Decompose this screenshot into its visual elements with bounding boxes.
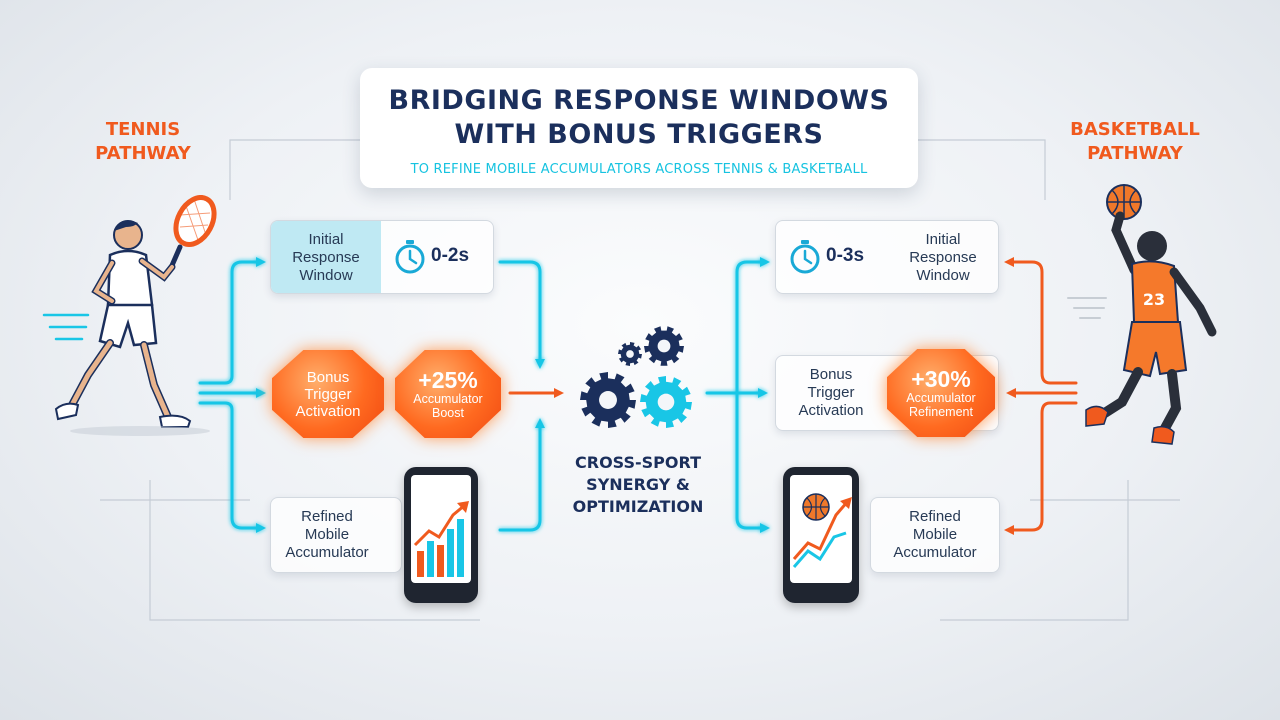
basketball-response-label-line-1: Initial	[925, 231, 961, 248]
basketball-refined-label: Refined Mobile Accumulator	[871, 508, 999, 562]
tennis-response-label-line-1: Initial	[308, 231, 344, 248]
tennis-refined-label-line-1: Refined	[301, 508, 353, 525]
cross-sport-synergy-label: CROSS-SPORT SYNERGY & OPTIMIZATION	[548, 452, 728, 518]
gear-large-cyan-hub	[657, 393, 675, 411]
tennis-boost-label-line-2: Boost	[432, 406, 464, 420]
tennis-response-label: Initial Response Window	[271, 231, 381, 285]
basketball-bonus-label-line-1: Bonus	[809, 366, 853, 383]
tennis-bonus-trigger-badge: Bonus Trigger Activation	[272, 350, 384, 438]
tennis-refined-label-line-2: Mobile	[304, 526, 350, 543]
gear-small-navy-hub	[626, 350, 634, 358]
stopwatch-icon	[790, 240, 820, 274]
basketball-bonus-label-line-2: Trigger	[807, 384, 855, 401]
synergy-line-2: SYNERGY &	[586, 475, 690, 494]
gear-medium-navy-hub	[657, 339, 671, 353]
basketball-refined-label-line-3: Accumulator	[893, 544, 977, 561]
tennis-bonus-label-line-1: Bonus	[306, 368, 350, 386]
tennis-player-illustration	[42, 195, 217, 436]
basketball-growth-chart-icon	[792, 493, 852, 568]
basketball-bonus-label-line-3: Activation	[798, 402, 864, 419]
tennis-boost-badge: +25% Accumulator Boost	[395, 350, 501, 438]
growth-chart-icon	[413, 501, 469, 577]
stopwatch-icon	[395, 240, 425, 274]
basketball-response-time: 0-3s	[826, 245, 865, 266]
subtitle: TO REFINE MOBILE ACCUMULATORS ACROSS TEN…	[410, 162, 868, 177]
basketball-boost-label-line-2: Refinement	[909, 405, 973, 419]
basketball-pathway-label: BASKETBALL PATHWAY	[1050, 118, 1220, 166]
tennis-refined-label-line-3: Accumulator	[285, 544, 369, 561]
tennis-response-label-line-3: Window	[299, 267, 353, 284]
jersey-number: 23	[1143, 290, 1165, 309]
synergy-line-3: OPTIMIZATION	[572, 497, 704, 516]
basketball-refined-label-line-1: Refined	[909, 508, 961, 525]
tennis-pathway-line-2: PATHWAY	[95, 143, 191, 164]
basketball-phone-chart-icon	[783, 467, 859, 603]
tennis-boost-value: +25%	[418, 367, 478, 393]
basketball-response-label-line-2: Response	[909, 249, 977, 266]
basketball-pathway-line-1: BASKETBALL	[1070, 119, 1200, 140]
tennis-bonus-label-line-2: Trigger	[304, 385, 352, 403]
tennis-response-time: 0-2s	[431, 245, 470, 266]
gear-large-navy-hub	[599, 391, 617, 409]
tennis-pathway-label: TENNIS PATHWAY	[78, 118, 208, 166]
tennis-response-label-panel	[271, 221, 381, 293]
basketball-refined-label-line-2: Mobile	[912, 526, 958, 543]
synergy-line-1: CROSS-SPORT	[575, 453, 701, 472]
basketball-boost-label-line-1: Accumulator	[906, 391, 976, 405]
basketball-bonus-label: Bonus Trigger Activation	[776, 366, 886, 420]
tennis-phone-chart-icon	[404, 467, 478, 603]
basketball-response-window-card: 0-3s Initial Response Window	[775, 220, 999, 294]
tennis-boost-label-line-1: Accumulator	[413, 392, 483, 406]
tennis-refined-label: Refined Mobile Accumulator	[271, 508, 383, 562]
basketball-response-label: Initial Response Window	[888, 231, 998, 285]
basketball-refined-accumulator-card: Refined Mobile Accumulator	[870, 497, 1000, 573]
title-line-1: BRIDGING RESPONSE WINDOWS	[388, 85, 890, 116]
tennis-pathway-line-1: TENNIS	[105, 119, 181, 140]
tennis-refined-accumulator-card: Refined Mobile Accumulator	[270, 497, 402, 573]
basketball-boost-value: +30%	[911, 366, 971, 392]
title-line-2: WITH BONUS TRIGGERS	[454, 119, 824, 150]
title-card: BRIDGING RESPONSE WINDOWS WITH BONUS TRI…	[360, 68, 918, 188]
basketball-response-label-line-3: Window	[916, 267, 970, 284]
tennis-bonus-label-line-3: Activation	[295, 402, 361, 420]
basketball-player-illustration: 23	[1067, 184, 1217, 445]
tennis-response-window-card: Initial Response Window 0-2s	[270, 220, 494, 294]
gears-icon	[580, 326, 692, 428]
basketball-boost-badge: +30% Accumulator Refinement	[887, 349, 995, 437]
tennis-response-label-line-2: Response	[292, 249, 360, 266]
basketball-pathway-line-2: PATHWAY	[1087, 143, 1183, 164]
